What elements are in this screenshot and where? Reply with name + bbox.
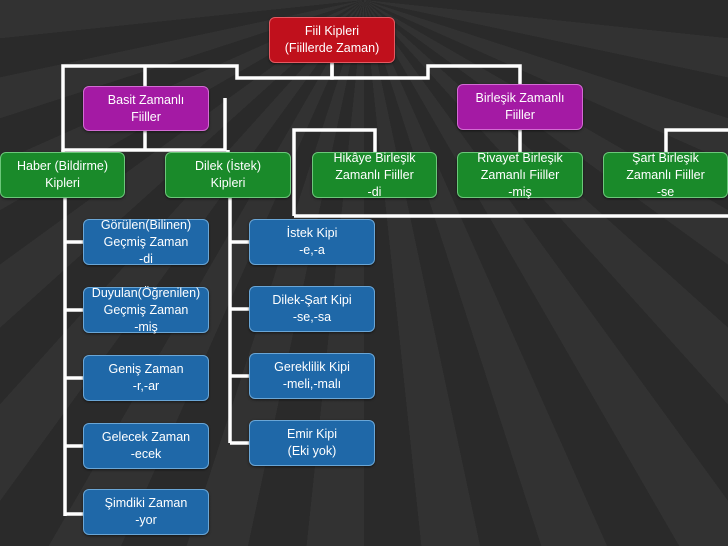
node-istek-kipi: İstek Kipi -e,-a [249,219,375,265]
node-dilek-sart-kipi: Dilek-Şart Kipi -se,-sa [249,286,375,332]
node-hikaye-birlesik: Hikâye Birleşik Zamanlı Fiiller -di [312,151,437,199]
node-rivayet-birlesik: Rivayet Birleşik Zamanlı Fiiller -miş [457,151,583,199]
node-emir-kipi: Emir Kipi (Eki yok) [249,420,375,466]
node-dilek-kipleri: Dilek (İstek) Kipleri [165,152,291,198]
node-genis-zaman: Geniş Zaman -r,-ar [83,355,209,401]
node-gorulen-gecmis-zaman: Görülen(Bilinen) Geçmiş Zaman -di [83,218,209,266]
node-birlesik-zamanli-fiiller: Birleşik Zamanlı Fiiller [457,84,583,130]
node-sart-birlesik: Şart Birleşik Zamanlı Fiiller -se [603,151,728,199]
node-haber-kipleri: Haber (Bildirme) Kipleri [0,152,125,198]
node-basit-zamanli-fiiller: Basit Zamanlı Fiiller [83,86,209,131]
node-duyulan-gecmis-zaman: Duyulan(Öğrenilen) Geçmiş Zaman -miş [83,286,209,334]
root-node-fiil-kipleri: Fiil Kipleri (Fiillerde Zaman) [269,17,395,63]
node-gereklilik-kipi: Gereklilik Kipi -meli,-malı [249,353,375,399]
node-simdiki-zaman: Şimdiki Zaman -yor [83,489,209,535]
node-gelecek-zaman: Gelecek Zaman -ecek [83,423,209,469]
